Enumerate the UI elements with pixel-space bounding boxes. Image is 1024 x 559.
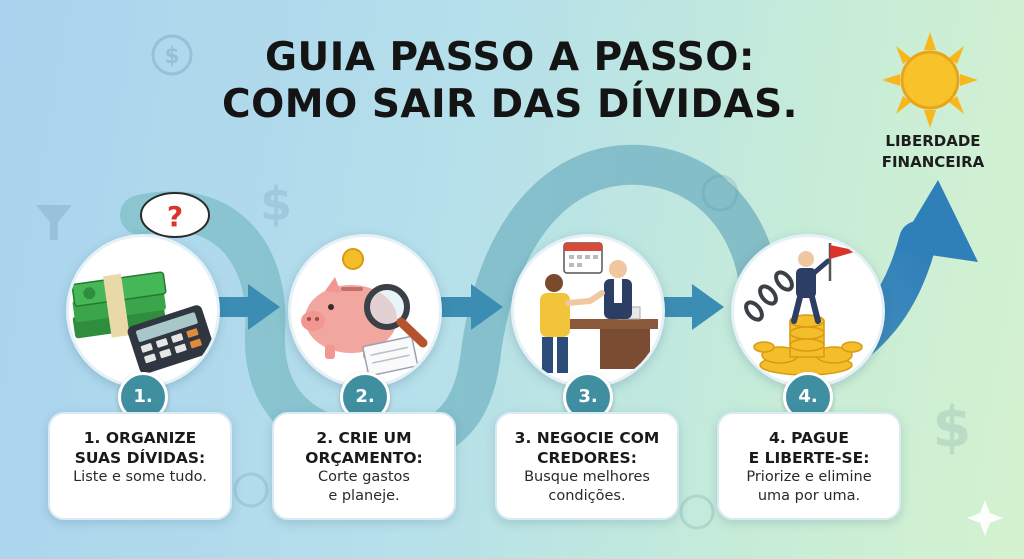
faint-dollar-icon-bottom <box>233 472 715 530</box>
notepad-icon <box>362 335 419 377</box>
arrow-step3-to-step4 <box>662 284 724 330</box>
step-3-description-line-2: condições. <box>548 488 626 504</box>
title-line-1: GUIA PASSO A PASSO: <box>265 35 755 80</box>
step-1-illustration <box>66 234 220 388</box>
goal-label-line-2: FINANCEIRA <box>881 153 985 171</box>
step-4-heading-line-2: E LIBERTE-SE: <box>748 449 870 467</box>
faint-dollar-icon-right: $ <box>933 395 972 460</box>
goal-label: LIBERDADE FINANCEIRA <box>858 131 1008 173</box>
step-3-description-line-1: Busque melhores <box>524 469 650 485</box>
goal-label-line-1: LIBERDADE <box>885 132 981 150</box>
step-3-heading-line-1: 3. NEGOCIE COM <box>514 429 660 447</box>
debtor-person-icon <box>540 274 570 373</box>
handshake-icon <box>565 290 605 306</box>
coin-icon <box>342 248 364 270</box>
broken-chain-icon <box>744 270 794 322</box>
step-3-card: 3. NEGOCIE COM CREDORES: Busque melhores… <box>495 412 679 520</box>
step-2-heading-line-2: ORÇAMENTO: <box>305 449 423 467</box>
faint-dollar-icon: $ <box>260 177 292 231</box>
step-2-card: 2. CRIE UM ORÇAMENTO: Corte gastos e pla… <box>272 412 456 520</box>
step-2-illustration <box>288 234 442 388</box>
flag-icon <box>828 243 858 281</box>
step-1-description-line-1: Liste e some tudo. <box>73 469 207 485</box>
free-person-icon <box>791 251 831 324</box>
creditor-person-icon <box>604 260 632 319</box>
step-3-illustration <box>511 234 665 388</box>
money-stack-icon <box>71 271 167 339</box>
step-1-heading-line-1: 1. ORGANIZE <box>83 429 197 447</box>
faint-dollar-coin-icon: $ <box>151 34 193 76</box>
step-1-card: 1. ORGANIZE SUAS DÍVIDAS: Liste e some t… <box>48 412 232 520</box>
step-1-heading-line-2: SUAS DÍVIDAS: <box>74 449 206 467</box>
sparkle-icon <box>967 500 1003 536</box>
step-2-description-line-1: Corte gastos <box>318 469 410 485</box>
svg-text:$: $ <box>260 177 292 231</box>
step-3-heading-line-2: CREDORES: <box>537 449 637 467</box>
arrow-step2-to-step3 <box>441 284 503 330</box>
faint-funnel-icon <box>36 205 72 240</box>
magnifying-glass-icon <box>364 284 428 348</box>
sun-icon <box>882 32 978 128</box>
coin-stacks-icon <box>753 314 863 376</box>
page-title: GUIA PASSO A PASSO: COMO SAIR DAS DÍVIDA… <box>150 34 870 128</box>
svg-text:?: ? <box>167 200 183 233</box>
step-2-description-line-2: e planeje. <box>328 488 400 504</box>
step-4-illustration <box>731 234 885 388</box>
svg-text:$: $ <box>164 44 179 69</box>
growth-arrow-head <box>896 180 978 262</box>
step-4-card: 4. PAGUE E LIBERTE-SE: Priorize e elimin… <box>717 412 901 520</box>
step-4-heading-line-1: 4. PAGUE <box>769 429 849 447</box>
step-2-heading-line-1: 2. CRIE UM <box>316 429 412 447</box>
svg-text:$: $ <box>933 395 972 460</box>
step-4-description-line-2: uma por uma. <box>757 488 861 504</box>
calendar-icon <box>563 242 603 274</box>
title-line-2: COMO SAIR DAS DÍVIDAS. <box>222 82 798 127</box>
step-4-description-line-1: Priorize e elimine <box>746 469 872 485</box>
arrow-step1-to-step2 <box>218 284 280 330</box>
calculator-icon <box>127 305 215 374</box>
